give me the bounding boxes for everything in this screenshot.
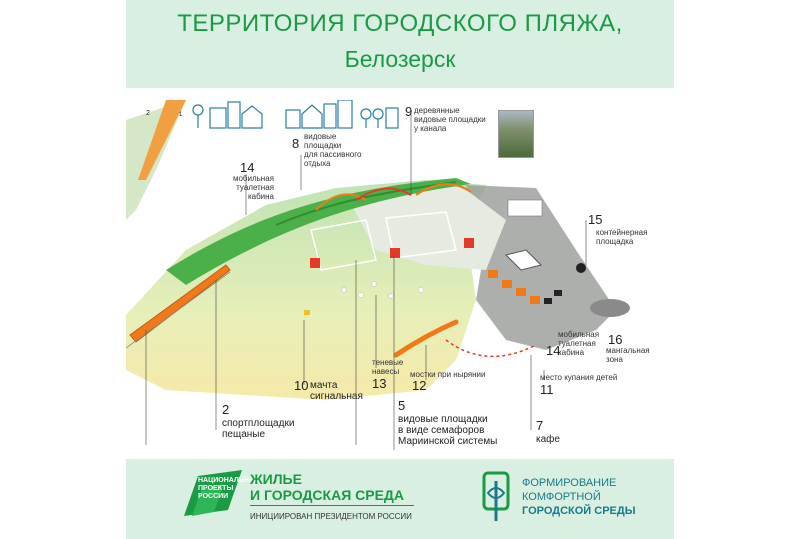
fk-line3: ГОРОДСКОЙ СРЕДЫ [522,505,636,517]
label-cafe: кафе [536,434,560,445]
marker-12: 12 [412,378,427,393]
marker-16: 16 [608,332,623,347]
label-kids-bathing: место купания детей [540,373,618,382]
marker-8: 8 [292,136,300,151]
fk-line1: ФОРМИРОВАНИЕ [522,477,617,489]
boardwalk [129,264,231,343]
canal-photo [498,110,534,158]
marker-14-right: 14 [546,343,561,358]
city-skyline-icons [192,99,399,129]
leader-lines [145,110,587,450]
marker-11: 11 [540,382,554,397]
fk-line2: КОМФОРТНОЙ [522,491,601,503]
marker-13: 13 [372,376,387,391]
cafe-blocks [488,270,540,304]
green-strip [166,178,471,285]
page-subtitle: Белозерск [344,46,456,72]
header-banner: ТЕРРИТОРИЯ ГОРОДСКОГО ПЛЯЖА, Белозерск [126,0,674,88]
page-title: ТЕРРИТОРИЯ ГОРОДСКОГО ПЛЯЖА, [177,10,623,37]
marker-2-small: 2 [146,110,150,117]
marker-10: 10 [294,378,309,393]
marker-7: 7 [536,418,544,433]
marker-15: 15 [588,212,603,227]
label-diving: мостки при нырянии [410,370,486,379]
marker-2: 2 [222,402,230,417]
comfort-city-logo-icon [482,471,510,521]
marker-1-small: 1 [179,112,183,118]
sport-field-2 [385,211,457,259]
zh-divider [250,505,414,506]
sport-field-1 [310,219,377,271]
zh-subtitle: ИНИЦИИРОВАН ПРЕЗИДЕНТОМ РОССИИ [250,512,412,521]
marker-9: 9 [405,104,413,119]
marker-14-top: 14 [240,160,255,175]
national-projects-logo [184,470,242,516]
zh-title-line2: И ГОРОДСКАЯ СРЕДА [250,487,405,503]
marker-5: 5 [398,398,406,413]
map-drawing [125,99,630,450]
zh-title-line1: ЖИЛЬЕ [250,471,302,487]
